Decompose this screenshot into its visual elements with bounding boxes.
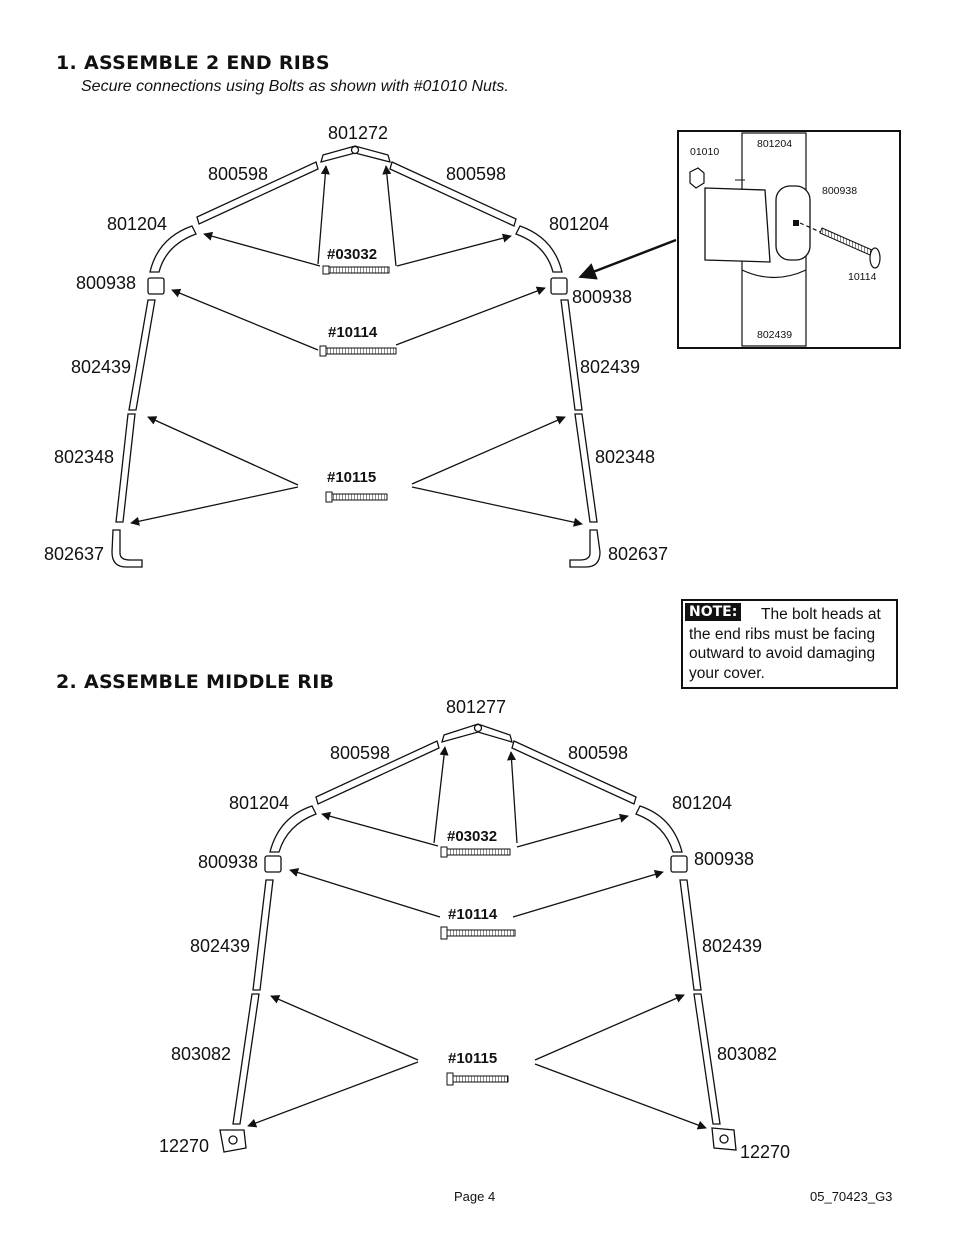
part-label: 802637 — [44, 544, 105, 564]
part-label: 801204 — [107, 214, 168, 234]
upper-pole-left-2 — [315, 740, 440, 805]
note-box: The bolt heads at the end ribs must be f… — [681, 599, 898, 689]
part-label: 800938 — [76, 273, 137, 293]
inset-label: 802439 — [757, 329, 793, 341]
inset-nut — [689, 167, 705, 189]
upper-pole-right-2 — [511, 740, 637, 805]
foot-right — [569, 529, 601, 568]
part-label: 800938 — [694, 849, 755, 869]
part-label: 800598 — [208, 164, 269, 184]
bolts-section2 — [440, 846, 516, 1086]
middle-rib-frame — [219, 723, 737, 1153]
part-label: 801204 — [229, 793, 290, 813]
inset-bracket — [704, 187, 771, 263]
foot-left — [111, 529, 143, 568]
arrows-section1 — [130, 165, 677, 527]
inset-detail — [677, 130, 901, 349]
curve-pipe-right — [515, 225, 563, 273]
part-label: 800938 — [572, 287, 633, 307]
mid-pole-right — [560, 299, 583, 411]
bolt-label: #03032 — [327, 246, 378, 263]
part-label: 800598 — [446, 164, 507, 184]
part-label: 803082 — [717, 1044, 778, 1064]
bolts-section1 — [319, 265, 397, 503]
part-label: 12270 — [740, 1142, 791, 1162]
part-label: 800598 — [330, 743, 391, 763]
part-label: 801204 — [549, 214, 610, 234]
bolt-label: #10114 — [328, 324, 378, 341]
bolt-label: #10114 — [448, 906, 498, 923]
bracket-left-2 — [264, 855, 282, 873]
part-label: 802439 — [190, 936, 251, 956]
section1-subtitle: Secure connections using Bolts as shown … — [81, 78, 509, 95]
end-rib-frame — [111, 145, 601, 568]
bracket-right — [550, 277, 568, 295]
inset-label: 10114 — [848, 271, 877, 283]
note-text: The bolt heads at the end ribs must be f… — [689, 606, 881, 682]
curve-pipe-left — [149, 225, 197, 273]
inset-label: 01010 — [690, 146, 720, 158]
mid-pole-left — [128, 299, 156, 411]
part-label: 802348 — [595, 447, 656, 467]
part-label: 802439 — [580, 357, 641, 377]
inset-label: 801204 — [757, 138, 793, 150]
section1-title: 1. ASSEMBLE 2 END RIBS — [56, 52, 330, 74]
curve-pipe-right-2 — [635, 805, 683, 853]
page-number: Page 4 — [454, 1189, 496, 1204]
part-label: 802439 — [71, 357, 132, 377]
curve-pipe-left-2 — [269, 805, 317, 853]
part-label: 802637 — [608, 544, 669, 564]
bolt-label: #10115 — [448, 1050, 498, 1067]
part-label: 12270 — [159, 1136, 210, 1156]
upper-pole-left — [196, 161, 319, 225]
mid-pole-right-2 — [679, 879, 702, 991]
bracket-left — [147, 277, 165, 295]
low-pole-right — [574, 413, 598, 523]
part-label: 802439 — [702, 936, 763, 956]
mid-pole-left-2 — [252, 879, 274, 991]
part-label: 801204 — [672, 793, 733, 813]
bolt-label: #03032 — [447, 828, 498, 845]
part-label: 800938 — [198, 852, 259, 872]
part-label: 803082 — [171, 1044, 232, 1064]
bolt-label: #10115 — [327, 469, 377, 486]
part-label: 802348 — [54, 447, 115, 467]
part-label: 800598 — [568, 743, 629, 763]
document-code: 05_70423_G3 — [810, 1189, 893, 1204]
part-label: 801277 — [446, 697, 507, 717]
part-label: 801272 — [328, 123, 389, 143]
inset-label: 800938 — [822, 185, 858, 197]
section2-title: 2. ASSEMBLE MIDDLE RIB — [56, 671, 335, 693]
low-pole-right-2 — [693, 993, 721, 1125]
arrows-section2 — [247, 746, 707, 1130]
top-connector-hole — [350, 145, 360, 155]
note-tag: NOTE: — [685, 603, 742, 621]
low-pole-left — [115, 413, 136, 523]
low-pole-left-2 — [232, 993, 260, 1125]
bracket-right-2 — [670, 855, 688, 873]
